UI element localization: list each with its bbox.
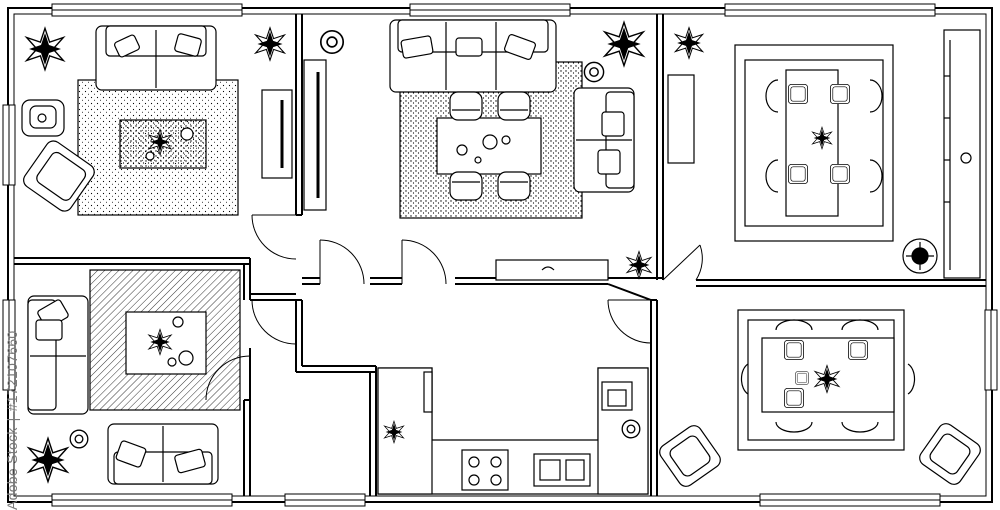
living-room-left [21,25,293,216]
lamp-icon [583,61,605,83]
chair-icon [449,91,531,201]
living-dining-center [303,19,652,281]
sofa-icon [107,423,219,485]
armchair-icon [23,140,95,212]
watermark-id: #172107660 [4,330,20,412]
chair-icon [740,319,916,433]
living-room-bottom-left [27,269,241,485]
dining-table-icon [436,117,542,175]
chair-icon [765,79,883,193]
dining-room-right [667,27,981,279]
sofa-icon [95,25,217,91]
lamp-icon [69,429,89,449]
plant-icon [902,238,938,274]
stove-icon [461,449,509,491]
plant-icon [28,437,68,483]
sofa-icon [573,87,635,193]
lamp-icon [621,419,641,439]
armchair-icon [21,99,65,137]
watermark-label: Adobe Stock | #172107660 [4,325,20,510]
tv-cabinet-icon [943,29,981,279]
dining-room-bottom-right [659,309,981,487]
plant-icon [25,27,65,71]
sofa-icon [27,295,89,415]
plant-icon [674,27,704,59]
armchair-icon [919,423,981,485]
lamp-icon [319,29,345,55]
plant-icon [255,27,285,61]
tv-cabinet-icon [261,89,293,179]
kitchen [377,367,649,495]
plant-icon [604,21,644,67]
armchair-icon [659,425,721,487]
watermark-separator: | [4,417,20,422]
sofa-icon [389,19,557,93]
window-icon [2,3,998,507]
watermark-brand: Adobe Stock [4,427,20,510]
plant-icon [626,251,652,279]
sink-icon [533,381,633,487]
tv-cabinet-icon [303,59,327,211]
